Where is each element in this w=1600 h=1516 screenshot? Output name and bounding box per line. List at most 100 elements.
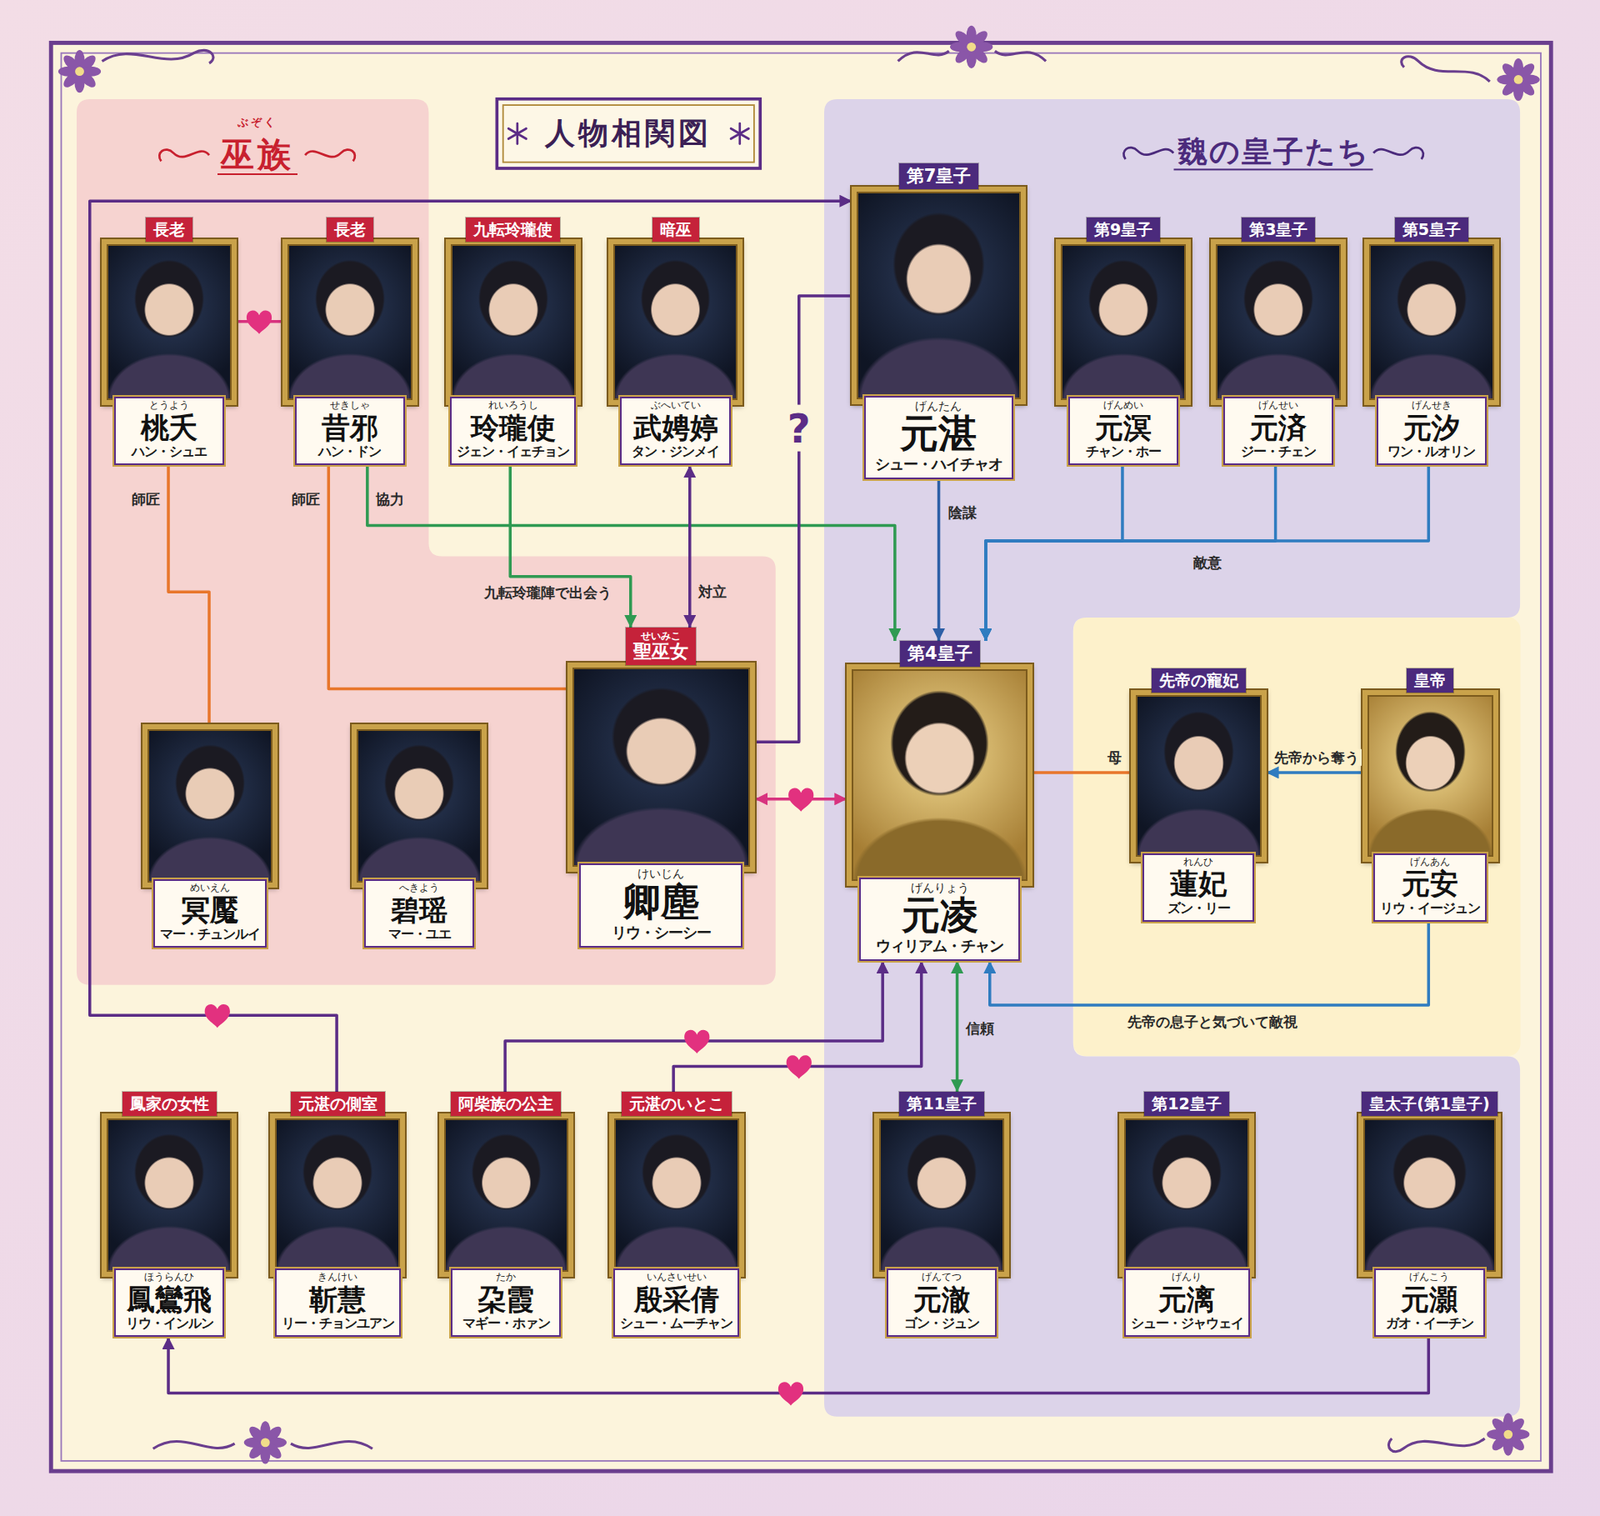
actor-name: ハン・ドン bbox=[301, 443, 399, 460]
role-label: 暗巫 bbox=[660, 220, 692, 239]
name-ruby: れいろうし bbox=[456, 400, 570, 412]
name-ruby: めいえん bbox=[160, 882, 260, 895]
role-tag: 第9皇子 bbox=[1086, 217, 1160, 242]
tag-row: 阿柴族の公主 bbox=[439, 1091, 575, 1116]
role-ruby: せいみこ bbox=[633, 630, 689, 642]
character-card: 第5皇子げんせき元汐ワン・ルオリン bbox=[1364, 217, 1500, 465]
character-name: 元済 bbox=[1230, 411, 1327, 444]
portrait-frame bbox=[874, 1113, 1010, 1277]
character-card: 先帝の寵妃れんひ蓮妃ズン・リー bbox=[1130, 668, 1267, 921]
character-name: 卿塵 bbox=[585, 880, 736, 925]
character-name: 元湛 bbox=[870, 412, 1007, 456]
group-heading: 巫族 bbox=[217, 134, 298, 175]
character-name: 殷采倩 bbox=[620, 1283, 733, 1315]
heart-symbol bbox=[778, 1381, 804, 1405]
label-holder: ? bbox=[785, 406, 813, 451]
character-name: 鳳鸞飛 bbox=[120, 1283, 218, 1315]
heading-holder: 巫族 bbox=[217, 135, 298, 174]
name-plate: いんさいせい殷采倩シュー・ムーチャン bbox=[613, 1268, 740, 1337]
label-holder: 陰謀 bbox=[945, 503, 980, 520]
label-holder: 九転玲瓏陣で出会う bbox=[481, 584, 615, 601]
border-flourish bbox=[1388, 1438, 1485, 1452]
label-holder: 師匠 bbox=[289, 490, 323, 508]
role-tag: 長老 bbox=[145, 217, 193, 242]
name-plate: へきよう碧瑶マー・ユエ bbox=[364, 879, 475, 948]
role-label: 九転玲瓏使 bbox=[473, 220, 553, 239]
portrait-frame bbox=[1364, 239, 1500, 406]
role-tag: 長老 bbox=[326, 217, 374, 242]
tag-row: 第3皇子 bbox=[1210, 217, 1346, 242]
actor-name: ウィリアム・チャン bbox=[865, 936, 1014, 956]
role-label: 阿柴族の公主 bbox=[458, 1095, 554, 1113]
role-tag: 鳳家の女性 bbox=[122, 1091, 217, 1116]
character-card: 第3皇子げんせい元済ジー・チェン bbox=[1210, 217, 1346, 465]
name-plate: げんたん元湛シュー・ハイチャオ bbox=[864, 395, 1014, 480]
relation-label: 師匠 bbox=[129, 490, 163, 508]
name-plate: げんりょう元凌ウィリアム・チャン bbox=[859, 877, 1020, 961]
heading-holder: 魏の皇子たち bbox=[1174, 134, 1374, 170]
actor-name: チャン・ホー bbox=[1075, 443, 1172, 460]
tag-row: 長老 bbox=[101, 217, 237, 242]
name-plate: れいろうし玲瓏使ジェン・イェチョン bbox=[450, 396, 576, 465]
relation-label: 先帝から奪う bbox=[1271, 748, 1362, 765]
actor-name: タン・ジンメイ bbox=[626, 443, 724, 460]
role-label: 鳳家の女性 bbox=[130, 1095, 210, 1113]
title-plaque bbox=[496, 99, 760, 169]
role-label: 第4皇子 bbox=[907, 644, 973, 664]
name-ruby: きんけい bbox=[281, 1271, 395, 1284]
relation-label: 九転玲瓏陣で出会う bbox=[481, 584, 615, 601]
actor-name: マー・チュンルイ bbox=[160, 925, 260, 943]
role-tag: 阿柴族の公主 bbox=[450, 1091, 561, 1116]
heart-symbol bbox=[786, 1055, 812, 1079]
role-tag: 皇帝 bbox=[1406, 668, 1454, 693]
character-name: 元汐 bbox=[1383, 411, 1480, 444]
portrait-frame bbox=[1362, 690, 1499, 862]
character-name: 蓮妃 bbox=[1149, 867, 1247, 900]
actor-name: リウ・シーシー bbox=[585, 923, 736, 943]
portrait-frame bbox=[846, 664, 1033, 886]
portrait-frame bbox=[282, 239, 418, 406]
flower-ornament bbox=[1486, 1412, 1530, 1455]
name-plate: げんてつ元澈ゴン・ジュン bbox=[886, 1268, 997, 1337]
portrait-frame bbox=[609, 1113, 745, 1277]
character-name: 元灝 bbox=[1380, 1283, 1478, 1315]
title-plaque bbox=[503, 105, 755, 163]
role-label: 皇太子(第1皇子) bbox=[1369, 1095, 1490, 1113]
name-ruby: せきしゃ bbox=[301, 400, 399, 412]
character-card: めいえん冥魘マー・チュンルイ bbox=[142, 724, 278, 948]
name-ruby: げんたん bbox=[870, 399, 1007, 413]
name-plate: ほうらんひ鳳鸞飛リウ・インルン bbox=[114, 1268, 225, 1337]
name-ruby: ぶへいてい bbox=[626, 400, 724, 412]
character-name: 元漓 bbox=[1130, 1283, 1244, 1315]
character-card: 皇太子(第1皇子) げんこう元灝ガオ・イーチン bbox=[1358, 1091, 1501, 1337]
actor-name: ジー・チェン bbox=[1230, 443, 1327, 460]
portrait-frame bbox=[1130, 690, 1267, 862]
actor-name: マギー・ホァン bbox=[457, 1315, 555, 1332]
name-plate: げんこう元灝ガオ・イーチン bbox=[1374, 1268, 1485, 1337]
relation-label: 対立 bbox=[695, 583, 730, 600]
actor-name: ズン・リー bbox=[1149, 900, 1247, 917]
name-plate: けいじん卿塵リウ・シーシー bbox=[579, 863, 743, 947]
actor-name: ゴン・ジュン bbox=[893, 1315, 990, 1332]
role-label: 長老 bbox=[153, 220, 185, 239]
character-card: 皇帝げんあん元安リウ・イージュン bbox=[1362, 668, 1499, 921]
tag-row: 長老 bbox=[282, 217, 418, 242]
character-card: 第12皇子げんり元漓シュー・ジャウェイ bbox=[1119, 1091, 1255, 1337]
portrait-frame bbox=[101, 1113, 237, 1277]
portrait-frame bbox=[351, 724, 487, 888]
heart-symbol bbox=[684, 1030, 710, 1054]
role-tag: 第7皇子 bbox=[899, 163, 980, 190]
tag-row: 鳳家の女性 bbox=[101, 1091, 237, 1116]
name-ruby: れんひ bbox=[1149, 856, 1247, 869]
role-tag: 元湛のいとこ bbox=[621, 1091, 732, 1116]
role-tag: 第4皇子 bbox=[900, 640, 980, 667]
label-holder: 敵意 bbox=[1190, 553, 1225, 570]
character-name: 元凌 bbox=[865, 894, 1014, 938]
character-card: 元湛の側室きんけい靳慧リー・チョンユアン bbox=[270, 1091, 405, 1337]
portrait-frame bbox=[608, 239, 744, 406]
heart-symbol bbox=[205, 1004, 230, 1028]
character-name: 元溟 bbox=[1075, 411, 1172, 444]
relation-label: 師匠 bbox=[289, 490, 323, 508]
